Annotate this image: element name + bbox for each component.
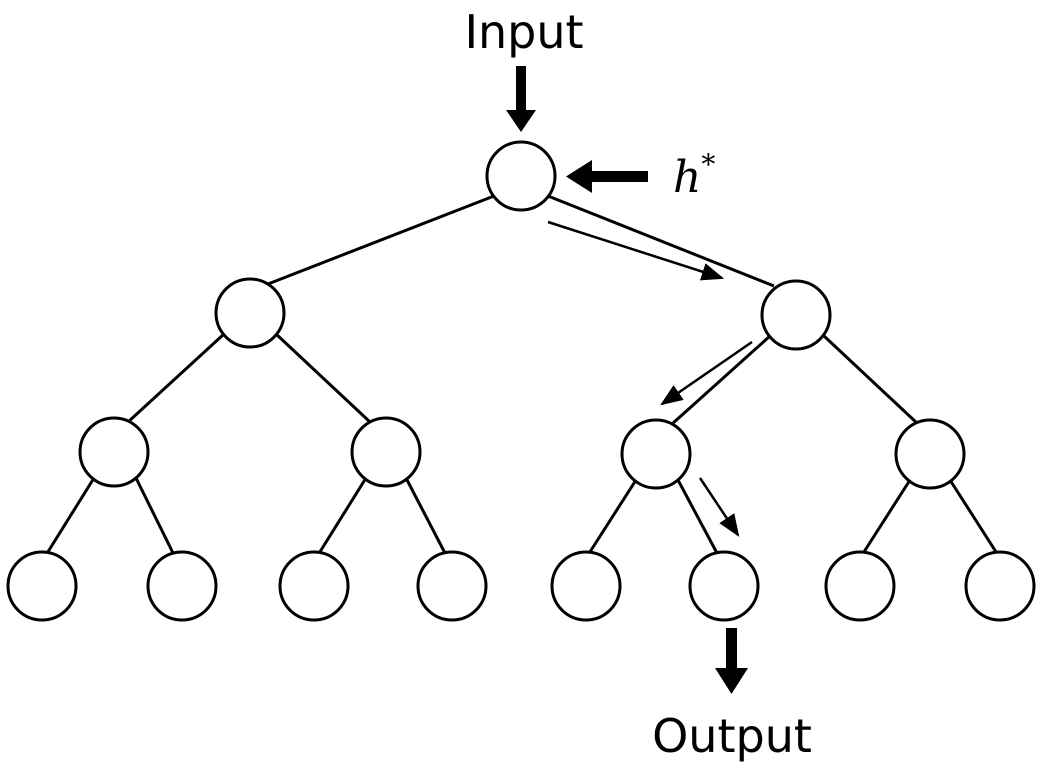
- edge-ll-2: [134, 477, 176, 556]
- node-level2-1: [78, 416, 150, 488]
- path-arrow-rl-to-leaf: [698, 477, 740, 537]
- hidden-state-arrow-icon: [566, 160, 648, 193]
- input-label: Input: [464, 5, 583, 59]
- input-arrow-icon: [506, 66, 536, 132]
- tree-edges: [44, 194, 1000, 556]
- path-arrow-right-to-rl: [660, 340, 753, 406]
- edge-rl-2: [676, 479, 720, 556]
- edge-root-right: [547, 194, 775, 288]
- hidden-state-symbol: h: [673, 152, 701, 203]
- edge-r1-rr: [822, 334, 920, 426]
- edge-l1-lr: [274, 332, 372, 424]
- traversal-path: [547, 220, 753, 537]
- node-level2-2: [350, 416, 422, 488]
- edge-lr-2: [404, 477, 448, 556]
- node-level1-right: [760, 279, 832, 351]
- node-leaf-1: [6, 550, 78, 622]
- path-arrow-root-to-right: [547, 220, 725, 281]
- edge-r1-rl: [670, 334, 772, 426]
- node-level1-left: [214, 277, 286, 349]
- edge-l1-ll: [126, 332, 226, 424]
- node-leaf-5: [550, 550, 622, 622]
- node-level2-4: [894, 418, 966, 490]
- edge-rr-2: [948, 479, 1000, 556]
- edge-rl-1: [586, 479, 638, 556]
- output-arrow-icon: [715, 628, 748, 694]
- node-leaf-8: [964, 550, 1036, 622]
- node-root: [485, 140, 557, 212]
- node-leaf-6: [688, 550, 760, 622]
- edge-rr-1: [860, 479, 912, 556]
- output-label: Output: [652, 709, 812, 763]
- node-leaf-3: [278, 550, 350, 622]
- node-leaf-7: [824, 550, 896, 622]
- hidden-state-label: h*: [673, 148, 715, 203]
- hidden-state-superscript: *: [701, 148, 715, 181]
- node-leaf-4: [416, 550, 488, 622]
- edge-lr-1: [316, 477, 368, 556]
- edge-ll-1: [44, 477, 96, 556]
- tree-nodes: [6, 140, 1036, 622]
- node-leaf-2: [146, 550, 218, 622]
- edge-root-left: [267, 194, 495, 286]
- node-level2-3: [620, 418, 692, 490]
